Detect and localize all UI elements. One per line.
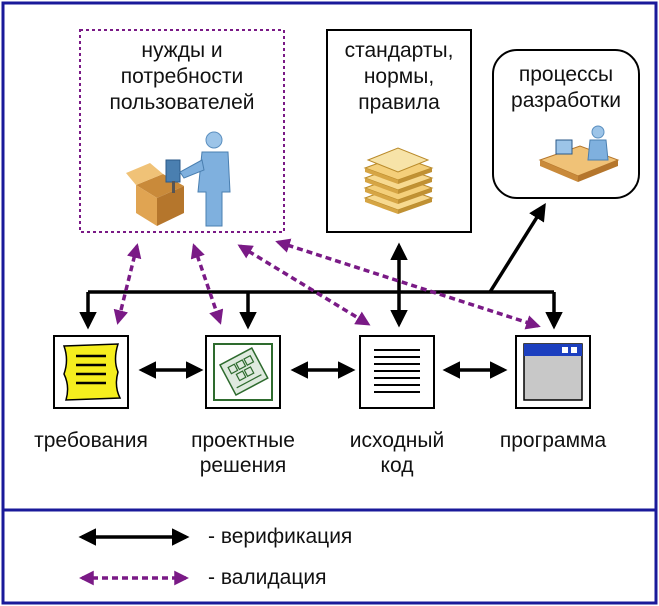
requirements-label: требования (34, 429, 148, 452)
program-label: программа (499, 429, 607, 452)
standards-line-3: правила (358, 91, 440, 114)
user-needs-box (79, 29, 285, 233)
legend-validation-label: - валидация (208, 566, 327, 589)
standards-label: стандарты, нормы, правила (327, 38, 471, 116)
user-needs-line-3: пользователей (109, 91, 255, 114)
legend-verification-label: - верификация (208, 525, 353, 548)
user-needs-line-2: потребности (120, 65, 244, 88)
source-label: исходный код (327, 428, 467, 478)
user-needs-label: нужды и потребности пользователей (80, 38, 284, 116)
user-needs-line-1: нужды и (141, 39, 223, 62)
stack-of-papers-icon (363, 147, 434, 214)
developer-at-desk-icon (538, 125, 620, 182)
dev-processes-line-2: разработки (511, 89, 621, 112)
person-with-box-icon (126, 131, 231, 227)
design-label-line-1: проектные (191, 429, 295, 452)
application-window-icon (523, 343, 583, 401)
validation-arrows (113, 238, 541, 330)
blueprint-icon (213, 343, 273, 401)
design-label: проектные решения (173, 428, 313, 478)
standards-line-1: стандарты, (344, 39, 454, 62)
source-label-line-1: исходный (349, 429, 445, 452)
dev-processes-line-1: процессы (518, 63, 614, 86)
text-document-icon (374, 349, 420, 393)
standards-line-2: нормы, (363, 65, 435, 88)
source-label-line-2: код (380, 454, 414, 477)
dev-processes-label: процессы разработки (493, 62, 639, 114)
verification-network (79, 203, 563, 379)
sticky-note-icon (62, 343, 122, 401)
design-label-line-2: решения (199, 454, 287, 477)
